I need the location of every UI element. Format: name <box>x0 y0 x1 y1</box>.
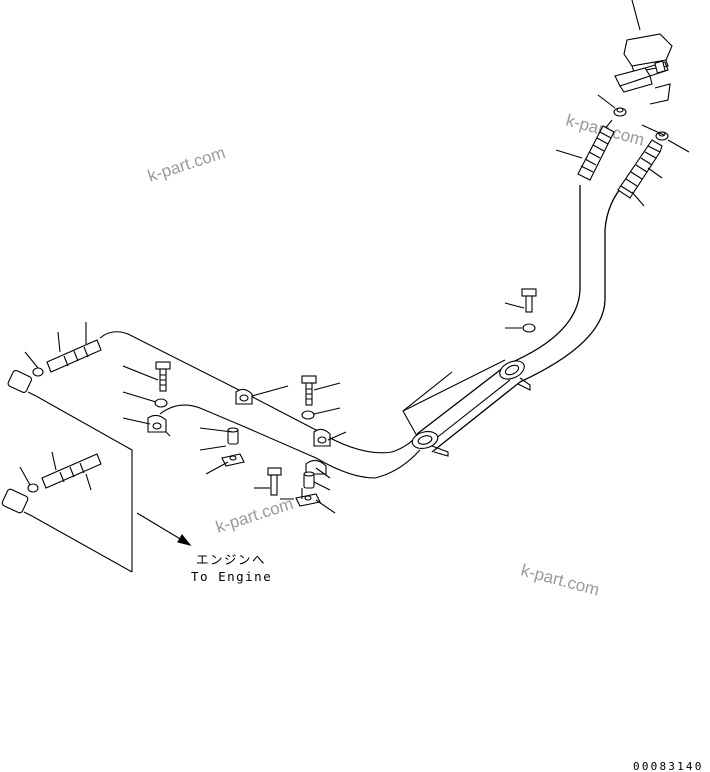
engine-arrow-line <box>136 512 183 541</box>
corrugated-tube-left <box>577 125 615 181</box>
plate-nut-a <box>221 453 245 467</box>
duct-inner <box>424 379 511 448</box>
top-bracket <box>599 33 673 141</box>
corrugated-tube-right <box>617 139 663 199</box>
washer-b <box>301 410 315 420</box>
watermark-3: k-part.com <box>213 494 295 537</box>
engine-label-en: To Engine <box>191 569 272 584</box>
cable-lower <box>159 404 421 479</box>
duct-clamps <box>411 360 531 457</box>
spacer-a <box>227 427 239 445</box>
watermark-1: k-part.com <box>145 143 227 186</box>
watermark-4: k-part.com <box>519 561 601 600</box>
duct-grommet-right <box>499 360 531 391</box>
nut-lower <box>655 131 669 141</box>
clip-c <box>235 388 253 405</box>
clip-b <box>313 428 331 447</box>
engine-arrow-head <box>177 534 192 546</box>
watermarks: k-part.com k-part.com k-part.com k-part.… <box>145 111 646 600</box>
bracket-arm <box>614 67 651 87</box>
clip-d <box>305 459 327 475</box>
drawing-code: 00083140 <box>633 760 704 772</box>
cable-routing <box>99 181 627 479</box>
bracket-plate <box>623 33 673 67</box>
duct-lower-edge <box>431 181 627 453</box>
clip-a <box>147 414 171 437</box>
engine-routing <box>31 395 192 573</box>
washer-a <box>154 398 168 408</box>
sleeve-upper <box>46 339 102 373</box>
duct-grommet-left <box>411 431 449 457</box>
cable-upper <box>99 331 418 454</box>
nut-upper <box>613 107 627 117</box>
bolt-c <box>267 467 282 496</box>
bolt-b <box>301 375 317 406</box>
engine-label-jp: エンジンへ <box>196 552 266 567</box>
leader-lines <box>19 0 690 514</box>
washer-d <box>522 323 536 333</box>
duct-upper-edge <box>416 185 581 435</box>
left-connector-lower <box>1 483 39 517</box>
bolt-d <box>521 288 537 313</box>
left-connector-upper <box>7 367 44 397</box>
sleeve-lower <box>41 453 102 489</box>
bolt-a <box>155 361 171 392</box>
spacer-b <box>303 471 315 489</box>
